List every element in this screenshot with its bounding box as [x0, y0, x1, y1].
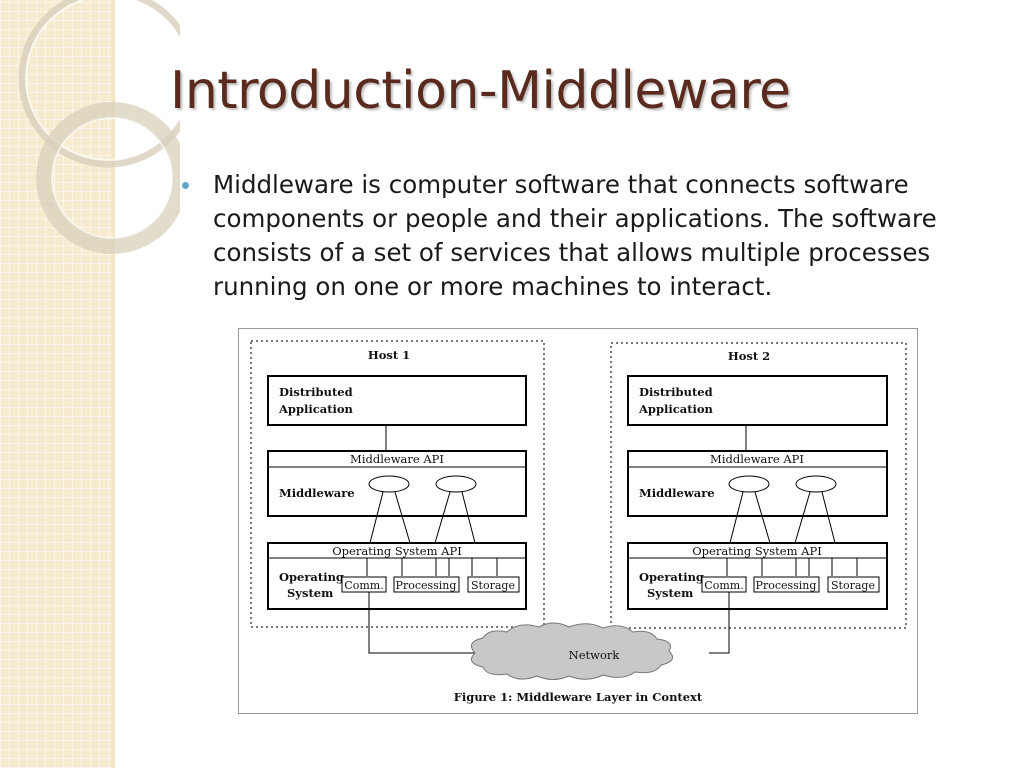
- bullet-list: Middleware is computer software that con…: [182, 168, 1002, 304]
- host-2-middleware-label: Middleware: [639, 486, 715, 500]
- host-2-os-line-1: Operating: [639, 570, 704, 584]
- host-1-processing-label: Processing: [396, 579, 457, 592]
- host-2-label: Host 2: [728, 349, 770, 363]
- host-2-middleware-api-label: Middleware API: [710, 452, 804, 466]
- host-1-os-api-label: Operating System API: [332, 544, 462, 558]
- network-cloud-icon: [470, 622, 674, 680]
- host-1-comm-box: [341, 576, 387, 593]
- host-2-app-line-1: Distributed: [639, 385, 713, 399]
- host-1-app-line-1: Distributed: [279, 385, 353, 399]
- host-1-os-line-2: System: [287, 586, 333, 600]
- host-2-comm-box: [701, 576, 747, 593]
- network-label: Network: [569, 648, 621, 662]
- host-2-network-link: [709, 592, 730, 654]
- slide-title: Introduction-Middleware: [170, 61, 791, 121]
- host-1-app-box: [267, 375, 527, 426]
- host-2-group: Host 2 Distributed Application Middlewar…: [610, 342, 907, 629]
- host-2-service-node-1: [728, 475, 770, 493]
- host-1-network-link: [368, 592, 475, 654]
- host-1-service-node-1: [368, 475, 410, 493]
- decorative-rings: [18, 0, 180, 254]
- host-1-middleware-label: Middleware: [279, 486, 355, 500]
- bullet-text: Middleware is computer software that con…: [213, 170, 937, 301]
- host-2-os-line-2: System: [647, 586, 693, 600]
- host-1-comm-label: Comm.: [344, 579, 383, 592]
- host-1-middleware-api-label: Middleware API: [350, 452, 444, 466]
- host-1-boundary: [250, 340, 545, 628]
- host-2-storage-label: Storage: [831, 579, 875, 592]
- bullet-dot-icon: [182, 182, 189, 189]
- host-2-storage-box: [827, 576, 880, 593]
- host-2-processing-label: Processing: [756, 579, 817, 592]
- host-2-os-api-label: Operating System API: [692, 544, 822, 558]
- host-2-app-line-2: Application: [638, 402, 714, 416]
- bullet-item: Middleware is computer software that con…: [182, 168, 1002, 304]
- figure-caption: Figure 1: Middleware Layer in Context: [454, 690, 703, 704]
- host-2-service-node-2: [795, 475, 837, 493]
- host-1-service-node-2: [435, 475, 477, 493]
- host-2-comm-label: Comm.: [704, 579, 743, 592]
- middleware-diagram: Host 1 Distributed Application Middlewar…: [238, 328, 918, 714]
- host-1-app-line-2: Application: [278, 402, 354, 416]
- host-1-storage-box: [467, 576, 520, 593]
- side-panel-edge: [112, 0, 115, 768]
- host-2-processing-box: [753, 576, 820, 593]
- host-1-processing-box: [393, 576, 460, 593]
- host-1-os-box: [267, 542, 527, 610]
- host-2-os-box: [627, 542, 888, 610]
- host-1-label: Host 1: [368, 348, 410, 362]
- host-2-middleware-box: [627, 450, 888, 517]
- host-1-storage-label: Storage: [471, 579, 515, 592]
- host-2-app-box: [627, 375, 888, 426]
- host-1-os-line-1: Operating: [279, 570, 344, 584]
- host-1-group: Host 1 Distributed Application Middlewar…: [250, 340, 545, 628]
